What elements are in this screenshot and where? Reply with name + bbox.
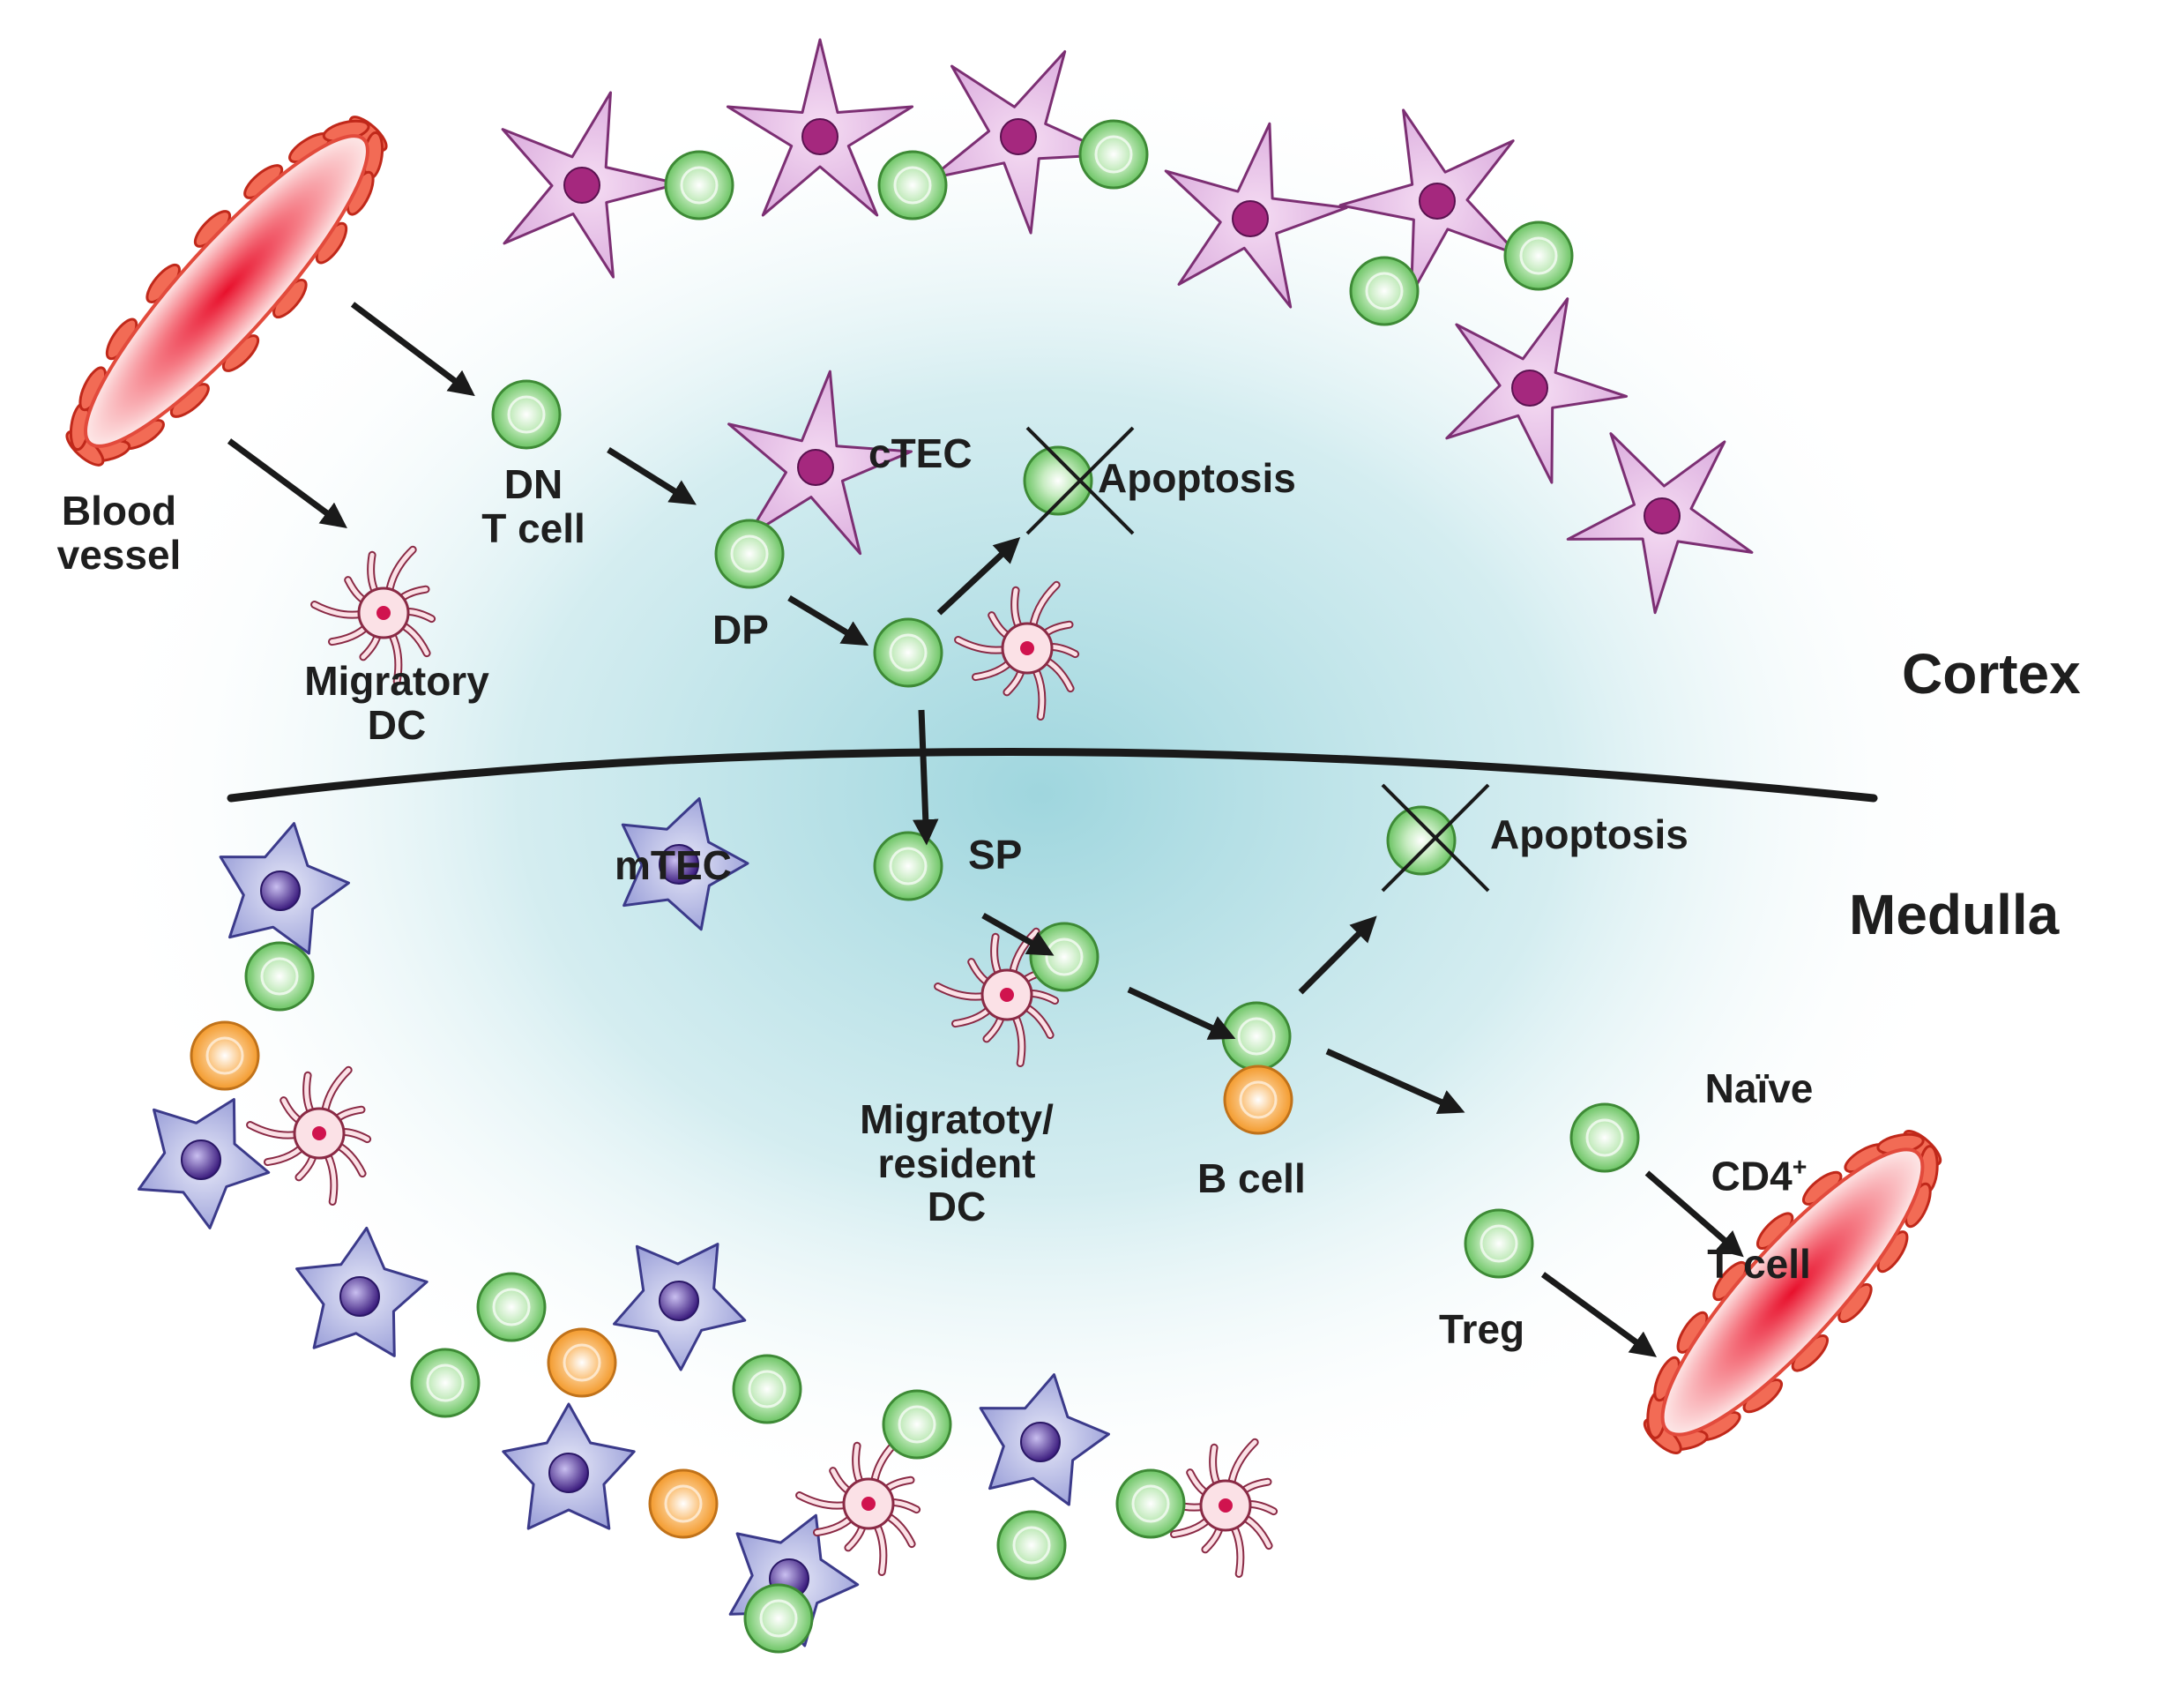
mtec-cell: [613, 1243, 747, 1371]
ctec-cell: [1445, 297, 1629, 484]
naive-label-sup: +: [1792, 1154, 1808, 1183]
flow-arrow: [1325, 1048, 1465, 1115]
b-cell: [547, 1327, 617, 1398]
apoptotic-cell: [1381, 783, 1490, 893]
dendritic-cell: [1152, 1438, 1278, 1578]
naive-cd4-t-cell-label: Naïve CD4+ T cell: [1671, 1023, 1847, 1286]
t-cell: [1569, 1102, 1640, 1173]
naive-label-line3: T cell: [1707, 1240, 1811, 1287]
mtec-cell: [295, 1226, 429, 1357]
flow-arrow: [607, 447, 697, 505]
t-cell: [714, 519, 785, 589]
naive-label-line1: Naïve: [1704, 1065, 1814, 1111]
t-cell: [1349, 256, 1420, 326]
blood-vessel-top: [65, 116, 388, 467]
migratory-dc-label: Migratory DC: [304, 658, 489, 748]
flow-arrow: [1298, 915, 1377, 995]
b-cell-label: B cell: [1197, 1155, 1306, 1201]
cortex-medulla-boundary: [227, 748, 1878, 803]
flow-arrow: [1540, 1272, 1658, 1357]
mtec-cell: [502, 1402, 636, 1530]
t-cell: [873, 617, 943, 688]
t-cell: [873, 831, 943, 901]
t-cell: [877, 150, 948, 220]
background-glow: [88, 62, 1993, 1526]
dendritic-cell: [246, 1065, 372, 1206]
t-cell: [1029, 922, 1099, 992]
flow-arrow: [913, 709, 939, 846]
flow-arrow: [227, 438, 347, 528]
t-cell: [410, 1348, 481, 1418]
cortex-label: Cortex: [1902, 642, 2081, 706]
t-cell: [732, 1354, 802, 1424]
mtec-cell: [138, 1098, 271, 1229]
dp-label: DP: [712, 607, 769, 653]
dendritic-cell: [795, 1436, 921, 1576]
t-cell: [1503, 220, 1574, 291]
flow-arrow: [981, 912, 1055, 956]
blood-vessel-label: Blood vessel: [56, 488, 182, 578]
t-cell: [664, 150, 734, 220]
apoptosis-cortex-label: Apoptosis: [1098, 455, 1296, 501]
mtec-cell: [979, 1373, 1110, 1506]
ctec-cell: [1566, 432, 1754, 615]
t-cell: [1221, 1001, 1292, 1072]
t-cell: [996, 1510, 1067, 1580]
b-cell: [648, 1468, 719, 1539]
dn-t-cell-label: DN T cell: [481, 461, 585, 551]
treg-label: Treg: [1439, 1306, 1525, 1352]
flow-arrow: [350, 302, 475, 397]
apoptosis-medulla-label: Apoptosis: [1490, 811, 1688, 857]
ctec-cell: [501, 91, 681, 279]
ctec-cell: [1338, 108, 1520, 296]
flow-arrow: [787, 594, 869, 646]
sp-label: SP: [968, 832, 1023, 878]
flow-arrow: [1644, 1170, 1744, 1258]
ctec-cell: [1164, 122, 1348, 309]
naive-label-line2: CD4: [1711, 1153, 1793, 1199]
b-cell: [1223, 1065, 1293, 1135]
t-cell: [244, 941, 315, 1012]
migratory-resident-dc-label: Migratoty/ resident DC: [860, 1096, 1054, 1230]
b-cell: [190, 1020, 260, 1091]
flow-arrow: [1127, 986, 1236, 1040]
dendritic-cell: [954, 580, 1080, 721]
t-cell: [743, 1583, 814, 1654]
t-cell: [1115, 1468, 1186, 1539]
blood-vessel-bottom: [1643, 1130, 1942, 1454]
dendritic-cell: [310, 545, 436, 685]
t-cell: [476, 1272, 547, 1342]
medulla-label: Medulla: [1849, 883, 2060, 946]
mtec-label: mTEC: [615, 842, 732, 888]
mtec-cell: [219, 822, 350, 955]
t-cell: [1078, 119, 1149, 190]
t-cell: [491, 379, 562, 450]
ctec-cell: [727, 370, 913, 556]
t-cell: [882, 1389, 952, 1460]
mtec-cell: [621, 797, 749, 931]
dendritic-cell: [934, 927, 1060, 1067]
flow-arrow: [936, 536, 1021, 616]
t-cell: [1464, 1208, 1534, 1279]
apoptotic-cell: [1023, 426, 1135, 535]
ctec-label: cTEC: [868, 430, 973, 476]
ctec-cell: [726, 38, 914, 217]
